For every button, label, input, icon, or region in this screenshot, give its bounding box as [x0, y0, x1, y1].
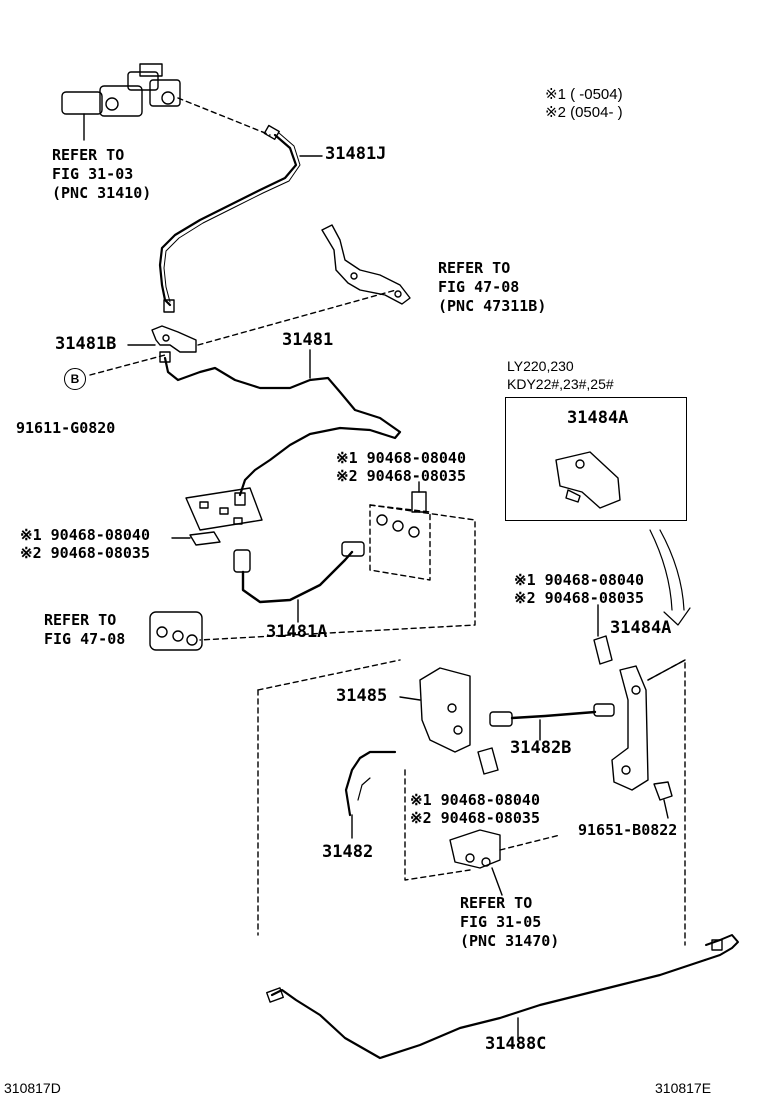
part-31481B: 31481B — [55, 334, 117, 354]
clip-4-b: ※2 90468-08035 — [410, 809, 540, 827]
part-91651: 91651-B0822 — [578, 821, 678, 839]
ref-2-line1: REFER TO — [438, 259, 511, 277]
ref-3-line1: REFER TO — [44, 611, 117, 629]
clip-2-a: ※1 90468-08040 — [20, 526, 150, 544]
clip-3-a: ※1 90468-08040 — [514, 571, 644, 589]
part-31488C: 31488C — [485, 1034, 547, 1054]
part-31481A: 31481A — [266, 622, 328, 642]
part-31482B: 31482B — [510, 738, 572, 758]
footnote-2: ※2 (0504- ) — [545, 104, 623, 121]
bubble-b: B — [64, 368, 86, 390]
inset-box — [505, 397, 687, 521]
footer-left: 310817D — [4, 1080, 61, 1096]
clip-1-b: ※2 90468-08035 — [336, 467, 466, 485]
part-31485: 31485 — [336, 686, 388, 706]
part-91611: 91611-G0820 — [16, 419, 116, 437]
ref-3-line2: FIG 47-08 — [44, 630, 126, 648]
ref-2-line3: (PNC 47311B) — [438, 297, 547, 315]
clip-2-b: ※2 90468-08035 — [20, 544, 150, 562]
ref-4-line3: (PNC 31470) — [460, 932, 560, 950]
part-31481J: 31481J — [325, 144, 387, 164]
part-31482: 31482 — [322, 842, 374, 862]
ref-2-line2: FIG 47-08 — [438, 278, 520, 296]
ref-1-line2: FIG 31-03 — [52, 165, 134, 183]
master-cylinder — [61, 63, 181, 141]
part-31484A-inset: 31484A — [567, 408, 629, 428]
part-31484A: 31484A — [610, 618, 672, 638]
clip-4-a: ※1 90468-08040 — [410, 791, 540, 809]
ref-1-line1: REFER TO — [52, 146, 125, 164]
inset-model-1: LY220,230 — [507, 358, 574, 374]
ref-4-line1: REFER TO — [460, 894, 533, 912]
ref-1-line3: (PNC 31410) — [52, 184, 152, 202]
inset-model-2: KDY22#,23#,25# — [507, 376, 614, 392]
footnote-1: ※1 ( -0504) — [545, 86, 623, 103]
footer-right: 310817E — [655, 1080, 712, 1096]
clip-1-a: ※1 90468-08040 — [336, 449, 466, 467]
clip-3-b: ※2 90468-08035 — [514, 589, 644, 607]
part-31481: 31481 — [282, 330, 334, 350]
ref-4-line2: FIG 31-05 — [460, 913, 542, 931]
